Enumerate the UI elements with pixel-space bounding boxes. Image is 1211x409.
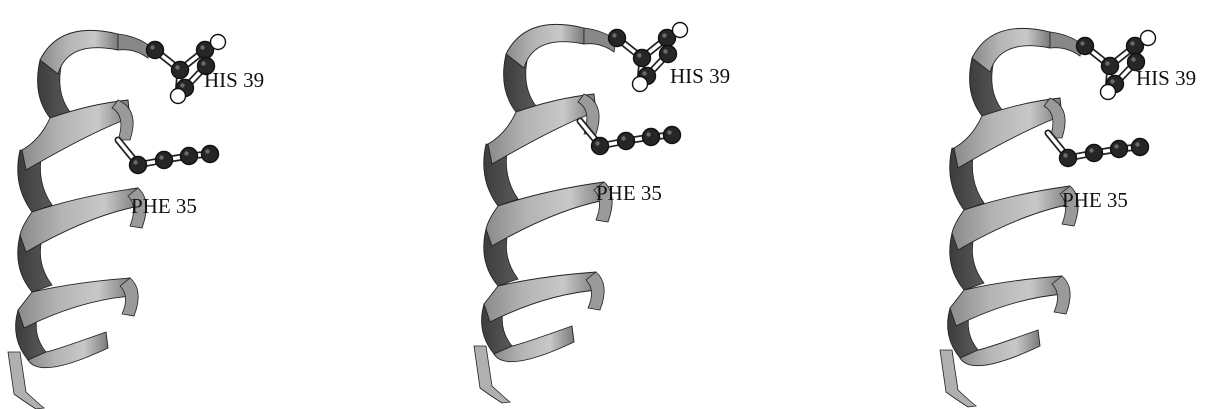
his-atom-highlight bbox=[1130, 41, 1134, 45]
helix-panel-right: HIS 39 PHE 35 bbox=[934, 0, 1211, 409]
phe-atom-highlight bbox=[1063, 153, 1067, 157]
helix-front-face bbox=[972, 28, 1050, 72]
his-atom bbox=[1077, 38, 1094, 55]
his-atom-highlight bbox=[1131, 57, 1135, 61]
phe-atom-highlight bbox=[667, 130, 671, 134]
helix-front-face bbox=[506, 24, 584, 68]
his-atom bbox=[660, 46, 677, 63]
phe-atom bbox=[202, 146, 219, 163]
his-39-label: HIS 39 bbox=[204, 70, 264, 91]
phe-atom-highlight bbox=[595, 141, 599, 145]
phe-atom-highlight bbox=[1114, 144, 1118, 148]
his-atom-light bbox=[171, 89, 186, 104]
phe-atom bbox=[130, 157, 147, 174]
phe-atom-highlight bbox=[133, 160, 137, 164]
phe-atom-highlight bbox=[646, 132, 650, 136]
helix-coil bbox=[118, 34, 150, 58]
phe-atom-highlight bbox=[1089, 148, 1093, 152]
phe-atom-highlight bbox=[1135, 142, 1139, 146]
his-atom-light bbox=[633, 77, 648, 92]
his-atom bbox=[634, 50, 651, 67]
his-atom-light bbox=[673, 23, 688, 38]
phe-atom-highlight bbox=[184, 151, 188, 155]
his-atom bbox=[1102, 58, 1119, 75]
phe-35-label: PHE 35 bbox=[596, 183, 662, 204]
his-atom-highlight bbox=[663, 49, 667, 53]
helix-panel-left: HIS 39 PHE 35 bbox=[0, 0, 280, 409]
phe-atom bbox=[1086, 145, 1103, 162]
his-atom-highlight bbox=[642, 71, 646, 75]
phe-atom bbox=[592, 138, 609, 155]
his-atom-highlight bbox=[662, 33, 666, 37]
phe-atom bbox=[664, 127, 681, 144]
his-atom bbox=[147, 42, 164, 59]
phe-atom bbox=[618, 133, 635, 150]
phe-atom-highlight bbox=[205, 149, 209, 153]
helix-front-face bbox=[40, 30, 118, 74]
his-atom-highlight bbox=[612, 33, 616, 37]
phe-atom-highlight bbox=[621, 136, 625, 140]
helix-panel-center: HIS 39 PHE 35 bbox=[470, 0, 750, 409]
his-atom-light bbox=[211, 35, 226, 50]
phe-atom bbox=[1111, 141, 1128, 158]
phe-atom-highlight bbox=[159, 155, 163, 159]
phe-atom bbox=[156, 152, 173, 169]
his-atom bbox=[609, 30, 626, 47]
his-atom-highlight bbox=[200, 45, 204, 49]
his-atom-highlight bbox=[1110, 79, 1114, 83]
his-atom-highlight bbox=[150, 45, 154, 49]
phe-atom bbox=[1060, 150, 1077, 167]
his-atom-highlight bbox=[201, 61, 205, 65]
his-atom-highlight bbox=[175, 65, 179, 69]
phe-atom bbox=[643, 129, 660, 146]
his-atom-highlight bbox=[180, 83, 184, 87]
phe-35-label: PHE 35 bbox=[1062, 190, 1128, 211]
his-atom-highlight bbox=[1105, 61, 1109, 65]
phe-atom bbox=[181, 148, 198, 165]
his-atom-highlight bbox=[637, 53, 641, 57]
helix-front-face bbox=[488, 94, 596, 164]
phe-atom bbox=[1132, 139, 1149, 156]
his-39-label: HIS 39 bbox=[1136, 68, 1196, 89]
his-atom-light bbox=[1101, 85, 1116, 100]
helix-front-face bbox=[22, 100, 130, 170]
his-atom bbox=[172, 62, 189, 79]
phe-35-label: PHE 35 bbox=[131, 196, 197, 217]
his-atom-light bbox=[1141, 31, 1156, 46]
his-39-label: HIS 39 bbox=[670, 66, 730, 87]
his-atom-highlight bbox=[1080, 41, 1084, 45]
